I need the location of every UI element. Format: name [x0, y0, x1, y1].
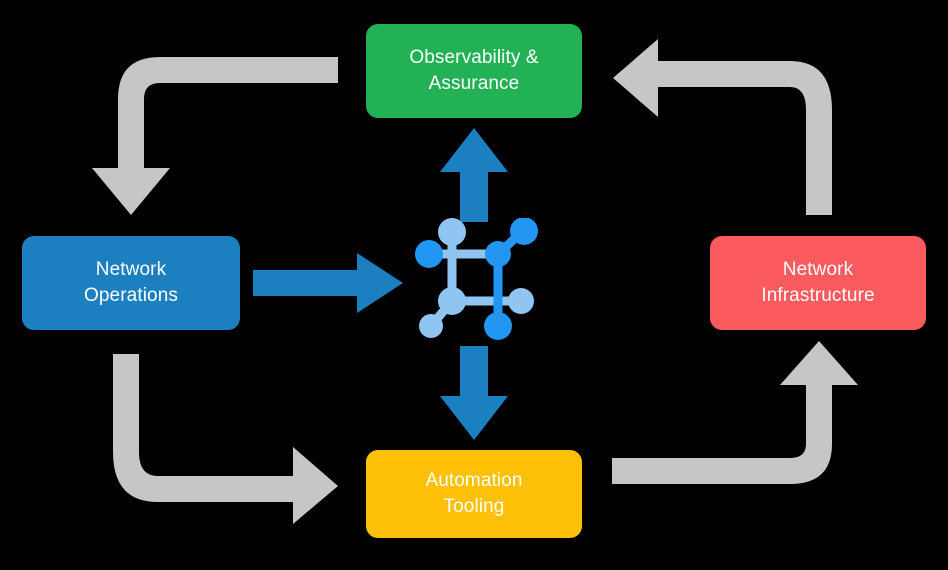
- node-network-operations[interactable]: Network Operations: [22, 236, 240, 330]
- arrow-automation-to-infrastructure: [612, 341, 858, 484]
- topology-nodes-light: [419, 218, 534, 338]
- node-network-infrastructure[interactable]: Network Infrastructure: [710, 236, 926, 330]
- arrow-observability-to-operations: [92, 57, 338, 215]
- arrow-center-to-automation: [440, 346, 508, 440]
- arrow-center-to-observability: [440, 128, 508, 222]
- node-observability-assurance[interactable]: Observability & Assurance: [366, 24, 582, 118]
- topology-nodes-dark: [415, 218, 538, 340]
- arrow-infrastructure-to-observability: [613, 39, 832, 215]
- node-automation-tooling[interactable]: Automation Tooling: [366, 450, 582, 538]
- arrow-operations-to-center: [253, 253, 403, 313]
- network-topology-icon: [415, 218, 538, 340]
- arrow-operations-to-automation: [113, 354, 338, 524]
